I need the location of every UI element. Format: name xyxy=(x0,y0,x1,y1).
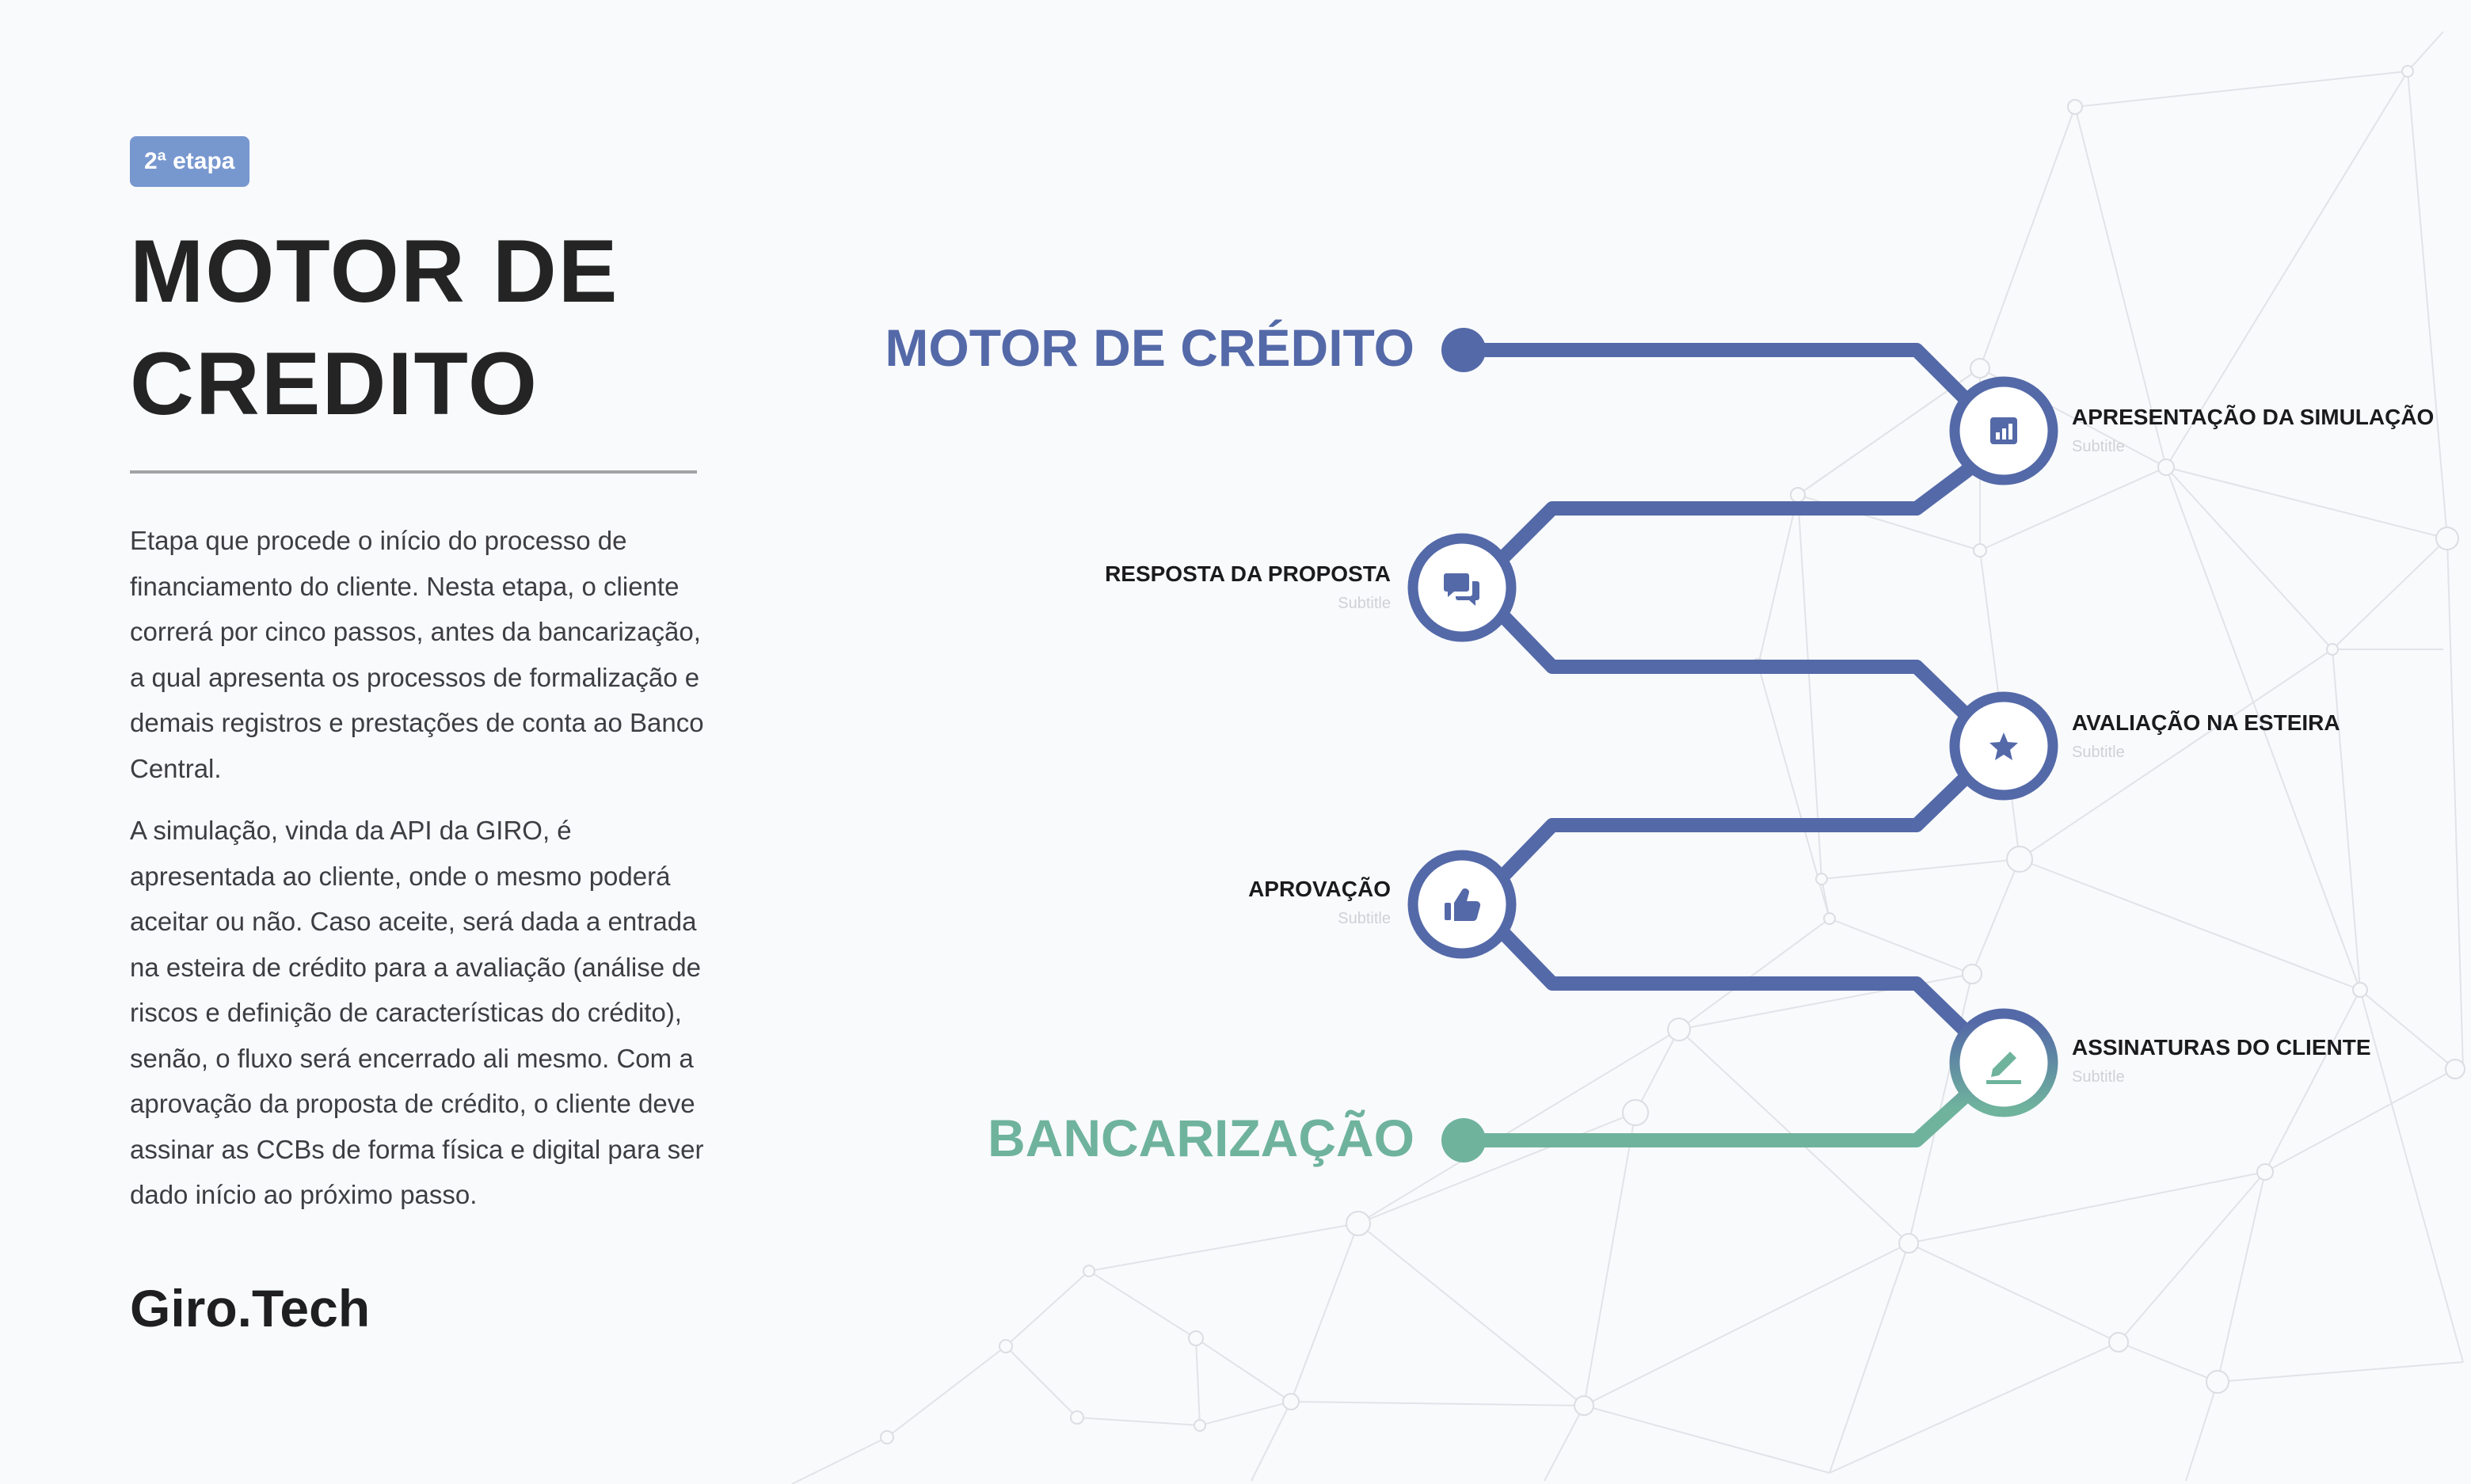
flow-segment-1 xyxy=(1498,463,1974,563)
title-divider xyxy=(130,470,697,474)
end-label: BANCARIZAÇÃO xyxy=(988,1109,1414,1167)
step-5-subtitle: Subtitle xyxy=(2072,1068,2125,1086)
star-icon xyxy=(1989,732,2018,760)
description-paragraph-2: A simulação, vinda da API da GIRO, é apr… xyxy=(130,816,704,1209)
step-1-subtitle: Subtitle xyxy=(2072,438,2125,455)
stage-badge: 2ª etapa xyxy=(130,136,249,187)
step-1-title: APRESENTAÇÃO DA SIMULAÇÃO xyxy=(2072,405,2434,429)
end-dot xyxy=(1441,1118,1486,1162)
flow-segment-4 xyxy=(1498,927,1974,1040)
step-1-node xyxy=(1949,376,2058,485)
step-2-subtitle: Subtitle xyxy=(1338,595,1391,612)
flow-segment-2 xyxy=(1498,611,1974,723)
brand-logo-text: Giro.Tech xyxy=(130,1279,371,1338)
step-2-title: RESPOSTA DA PROPOSTA xyxy=(1105,561,1391,586)
step-3-subtitle: Subtitle xyxy=(2072,744,2125,761)
flow-path xyxy=(1456,343,1974,1147)
start-label: MOTOR DE CRÉDITO xyxy=(885,318,1414,377)
page-title: MOTOR DE CREDITO xyxy=(130,222,619,433)
step-2-node xyxy=(1407,533,1517,642)
step-5-title: ASSINATURAS DO CLIENTE xyxy=(2072,1035,2371,1060)
start-dot xyxy=(1441,328,1486,372)
chat-icon xyxy=(1444,573,1479,606)
pen-icon xyxy=(1986,1052,2021,1084)
thumbs-up-icon xyxy=(1445,888,1481,922)
step-4-title: APROVAÇÃO xyxy=(1248,877,1391,901)
step-3-node xyxy=(1949,691,2058,801)
step-4-subtitle: Subtitle xyxy=(1338,910,1391,927)
step-5-node xyxy=(1949,1008,2058,1117)
step-3-title: AVALIAÇÃO NA ESTEIRA xyxy=(2072,710,2340,735)
flow-segment-end xyxy=(1456,1087,1974,1147)
flow-segment-start xyxy=(1456,343,1974,408)
step-4-node xyxy=(1407,850,1517,959)
flow-segment-3 xyxy=(1498,769,1974,881)
chart-icon xyxy=(1990,417,2017,444)
description-paragraph-1: Etapa que procede o início do processo d… xyxy=(130,526,704,783)
